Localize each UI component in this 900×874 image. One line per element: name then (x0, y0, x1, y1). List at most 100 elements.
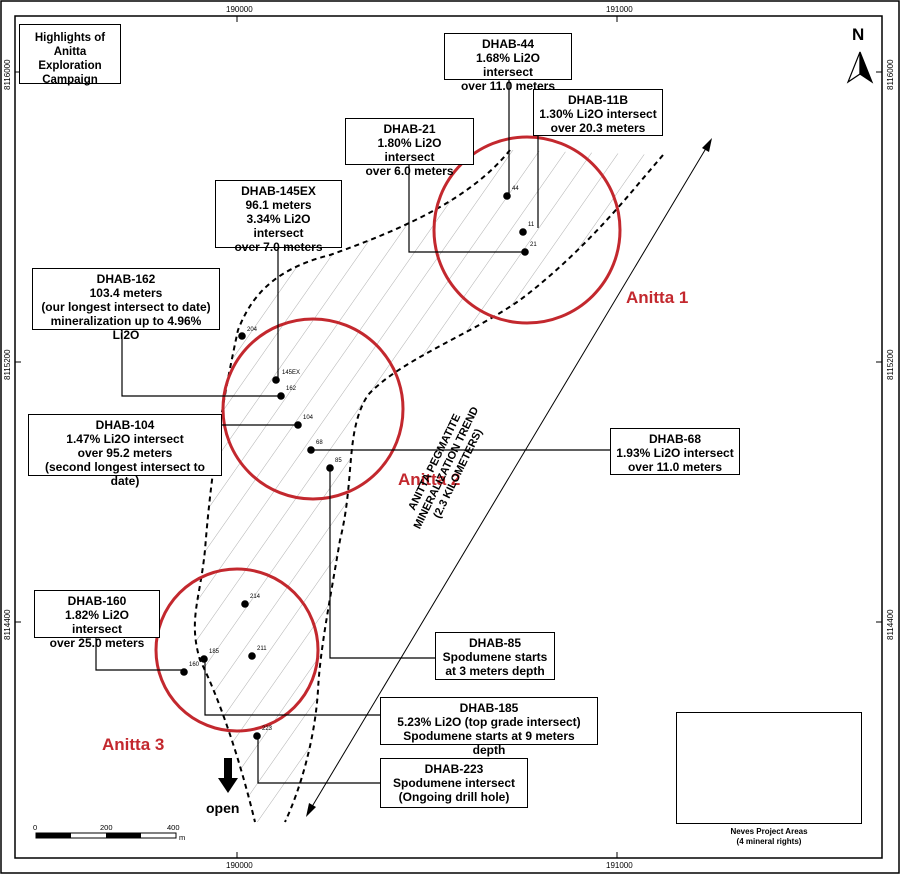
map-title: Highlights of Anitta Exploration Campaig… (19, 24, 121, 86)
callout-title: DHAB-104 (95, 418, 155, 432)
anitta-1-circle (432, 135, 622, 325)
scale-tick-0: 0 (33, 823, 38, 832)
callout-line: 103.4 meters (89, 286, 163, 300)
callout-line: (second longest intersect to date) (44, 460, 206, 488)
callout-line: Spodumene starts at 9 meters depth (403, 729, 575, 757)
callout-dhab-85: DHAB-85 Spodumene starts at 3 meters dep… (435, 632, 555, 680)
coord-top-1: 190000 (226, 5, 253, 14)
anitta-3-circle (154, 567, 320, 733)
drill-hole-104 (294, 421, 302, 429)
drill-label-85: 85 (335, 458, 342, 464)
coord-top-2: 191000 (606, 5, 633, 14)
drill-label-21: 21 (530, 242, 537, 248)
drill-label-11: 11 (528, 222, 535, 228)
callout-line: over 7.0 meters (234, 240, 323, 254)
callout-dhab-160: DHAB-160 1.82% Li2O intersect over 25.0 … (34, 590, 160, 650)
callout-dhab-185: DHAB-185 5.23% Li2O (top grade intersect… (380, 697, 598, 757)
drill-label-104: 104 (303, 415, 314, 421)
coord-left-3: 8114400 (3, 609, 12, 640)
inset-caption: Neves Project Areas (4 mineral rights) (676, 827, 862, 847)
callout-line: 1.68% Li2O intersect (475, 51, 541, 79)
callout-title: DHAB-145EX (241, 184, 316, 198)
drill-hole-214 (241, 600, 249, 608)
drill-label-211: 211 (257, 646, 267, 652)
callout-line: over 11.0 meters (627, 460, 723, 474)
callout-line: over 11.0 meters (460, 79, 556, 93)
area-label-anitta-2: Anitta 2 (398, 470, 461, 489)
drill-hole-204 (238, 332, 246, 340)
drill-label-204: 204 (247, 327, 258, 333)
inset-caption-line-2: (4 mineral rights) (736, 837, 802, 846)
coord-right-1: 8116000 (886, 59, 895, 90)
callout-title: DHAB-21 (383, 122, 436, 136)
drill-hole-160 (180, 668, 188, 676)
coord-left-2: 8115200 (3, 349, 12, 380)
inset-map (676, 712, 862, 824)
area-label-anitta-3: Anitta 3 (102, 735, 165, 754)
drill-hole-44 (503, 192, 511, 200)
inset-caption-line-1: Neves Project Areas (730, 827, 808, 836)
area-label-anitta-1: Anitta 1 (626, 288, 689, 307)
zone-outline-lower (284, 154, 664, 823)
drill-hole-11 (519, 228, 527, 236)
drill-hole-labels: 44 11 21 204 145EX 162 104 68 85 214 185… (189, 186, 537, 732)
callout-line: 3.34% Li2O intersect (246, 212, 311, 240)
callout-title: DHAB-68 (648, 432, 701, 446)
callout-dhab-11b: DHAB-11B 1.30% Li2O intersect over 20.3 … (533, 89, 663, 136)
callout-line: over 20.3 meters (550, 121, 646, 135)
callout-line: (Ongoing drill hole) (398, 790, 510, 804)
drill-label-223: 223 (262, 726, 273, 732)
scale-tick-400: 400 (167, 823, 180, 832)
coord-right-3: 8114400 (886, 609, 895, 640)
callout-line: (our longest intersect to date) (41, 300, 211, 314)
drill-hole-223 (253, 732, 261, 740)
callout-line: 96.1 meters (245, 198, 312, 212)
callout-title: DHAB-162 (96, 272, 156, 286)
callout-title: DHAB-223 (424, 762, 484, 776)
callout-line: at 3 meters depth (445, 664, 545, 678)
drill-hole-markers (180, 192, 529, 740)
north-arrow-icon (846, 51, 874, 84)
north-label: N (852, 25, 865, 44)
callout-title: DHAB-44 (481, 37, 534, 51)
scale-unit: m (179, 833, 186, 842)
callout-line: 1.30% Li2O intersect (539, 107, 657, 121)
callout-line: 1.93% Li2O intersect (616, 446, 734, 460)
callout-line: 1.80% Li2O intersect (377, 136, 442, 164)
callout-dhab-145ex: DHAB-145EX 96.1 meters 3.34% Li2O inters… (215, 180, 342, 254)
drill-hole-185 (200, 655, 208, 663)
anitta-2-circle (221, 317, 405, 501)
callout-dhab-21: DHAB-21 1.80% Li2O intersect over 6.0 me… (345, 118, 474, 178)
map-title-line-3: Campaign (42, 74, 98, 86)
callout-line: mineralization up to 4.96% Li2O (50, 314, 202, 342)
scale-bar (35, 832, 177, 839)
callout-line: Spodumene starts (442, 650, 548, 664)
trend-arrow (309, 144, 709, 811)
coord-left-1: 8116000 (3, 59, 12, 90)
callout-dhab-104: DHAB-104 1.47% Li2O intersect over 95.2 … (28, 414, 222, 488)
drill-hole-21 (521, 248, 529, 256)
callout-line: 5.23% Li2O (top grade intersect) (397, 715, 581, 729)
drill-hole-68 (307, 446, 315, 454)
callout-line: over 95.2 meters (77, 446, 173, 460)
callout-line: over 25.0 meters (49, 636, 145, 650)
callout-line: 1.82% Li2O intersect (64, 608, 130, 636)
scale-tick-200: 200 (100, 823, 113, 832)
map-frame (14, 15, 883, 859)
coord-bottom-2: 191000 (606, 861, 633, 870)
zone-outline-upper (193, 149, 511, 823)
coord-right-2: 8115200 (886, 349, 895, 380)
trend-arrow-head-bottom (306, 803, 316, 817)
drill-hole-145ex (272, 376, 280, 384)
callout-line: over 6.0 meters (365, 164, 454, 178)
drill-label-44: 44 (512, 186, 519, 192)
drill-hole-211 (248, 652, 256, 660)
callout-line: 1.47% Li2O intersect (66, 432, 184, 446)
drill-label-214: 214 (250, 594, 261, 600)
callout-dhab-162: DHAB-162 103.4 meters (our longest inter… (32, 268, 220, 342)
drill-label-145ex: 145EX (282, 370, 300, 376)
callout-title: DHAB-185 (459, 701, 519, 715)
callout-title: DHAB-85 (468, 636, 521, 650)
coord-bottom-1: 190000 (226, 861, 253, 870)
trend-arrow-head-top (702, 138, 712, 152)
